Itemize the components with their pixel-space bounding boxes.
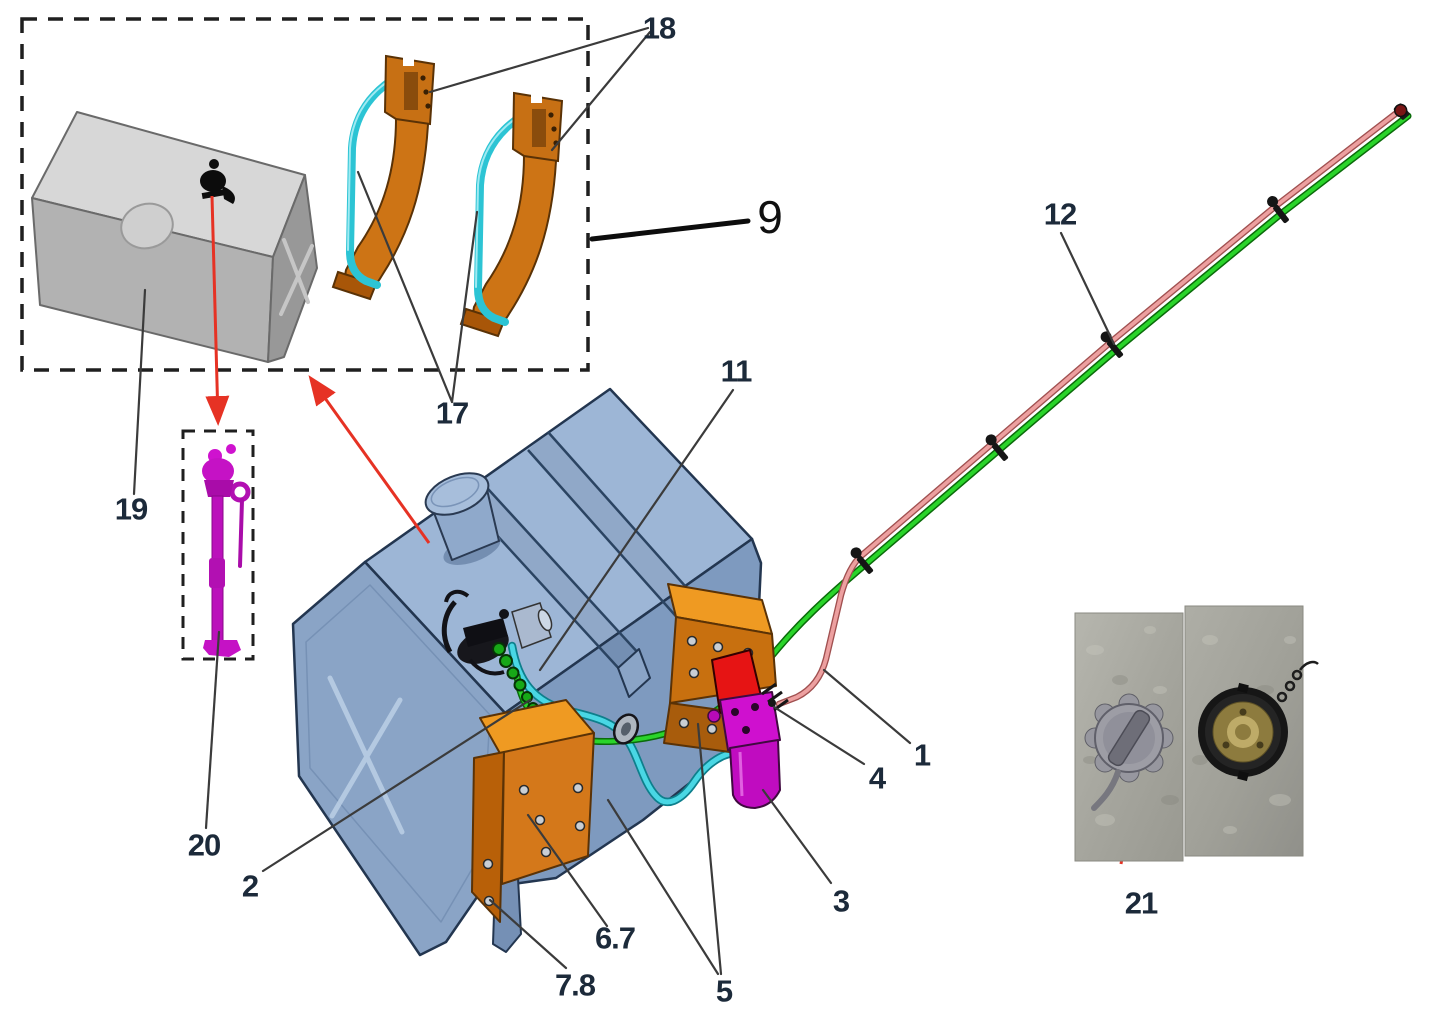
arrow-cap-to-sender <box>205 195 230 426</box>
filler-neck <box>424 472 501 565</box>
concrete-speckles <box>1086 626 1296 834</box>
part-label-4: 4 <box>868 760 886 796</box>
tank-sender-assembly <box>441 589 553 676</box>
tank-cap-emboss <box>120 202 174 250</box>
part-label-3: 3 <box>832 883 850 919</box>
fuel-level-sender <box>202 444 251 657</box>
part-label-5: 5 <box>715 973 733 1009</box>
part-label-7-8: 7.8 <box>554 967 596 1003</box>
fuel-cap-top-view <box>1084 693 1174 811</box>
leader-3 <box>761 788 833 885</box>
fuel-cap-underside-view <box>1198 660 1319 782</box>
leader-9 <box>589 218 751 242</box>
leader-18b <box>550 30 652 152</box>
part-label-6-7: 6.7 <box>594 920 636 956</box>
part-label-17: 17 <box>435 395 469 431</box>
leader-11 <box>538 388 735 672</box>
part-label-18: 18 <box>642 10 676 46</box>
end-face-x-emboss <box>279 238 314 316</box>
fuel-line-clips <box>850 196 1289 574</box>
part-label-19: 19 <box>114 491 148 527</box>
leader-1 <box>822 668 912 745</box>
front-mounting-bracket <box>471 699 595 923</box>
arrow-tank-to-kit-box <box>308 375 431 544</box>
part-label-11: 11 <box>720 353 753 389</box>
part-label-1: 1 <box>913 737 931 773</box>
leader-6-7 <box>526 813 609 928</box>
fuel-cap-photos <box>1074 605 1319 862</box>
leader-17a <box>356 170 454 404</box>
leader-2 <box>261 698 532 873</box>
fuel-filter <box>707 682 789 809</box>
leader-5a <box>696 722 723 976</box>
leader-17b <box>450 210 479 404</box>
leader-12 <box>1059 231 1116 346</box>
leader-18a <box>428 26 650 94</box>
leader-7-8 <box>488 898 568 970</box>
kit-callout-box <box>20 17 590 372</box>
part-label-12: 12 <box>1043 196 1077 232</box>
leader-4 <box>772 705 866 766</box>
spare-tank-filler-cap-icon <box>200 159 235 204</box>
part-label-21: 21 <box>1124 885 1158 921</box>
leader-20 <box>204 630 221 830</box>
leader-5b <box>606 798 720 976</box>
leader-19 <box>132 288 147 496</box>
spare-fuel-tank <box>31 111 318 363</box>
part-label-20: 20 <box>187 827 221 863</box>
hose-grommet <box>612 713 640 745</box>
tank-strap-bracket-1 <box>331 53 436 301</box>
part-label-9: 9 <box>757 191 783 243</box>
part-label-2: 2 <box>241 868 259 904</box>
end-face-x-emboss <box>327 675 405 835</box>
cap-chain <box>1276 660 1319 703</box>
line-end-connector <box>1393 103 1410 120</box>
leader-lines <box>132 26 1116 976</box>
